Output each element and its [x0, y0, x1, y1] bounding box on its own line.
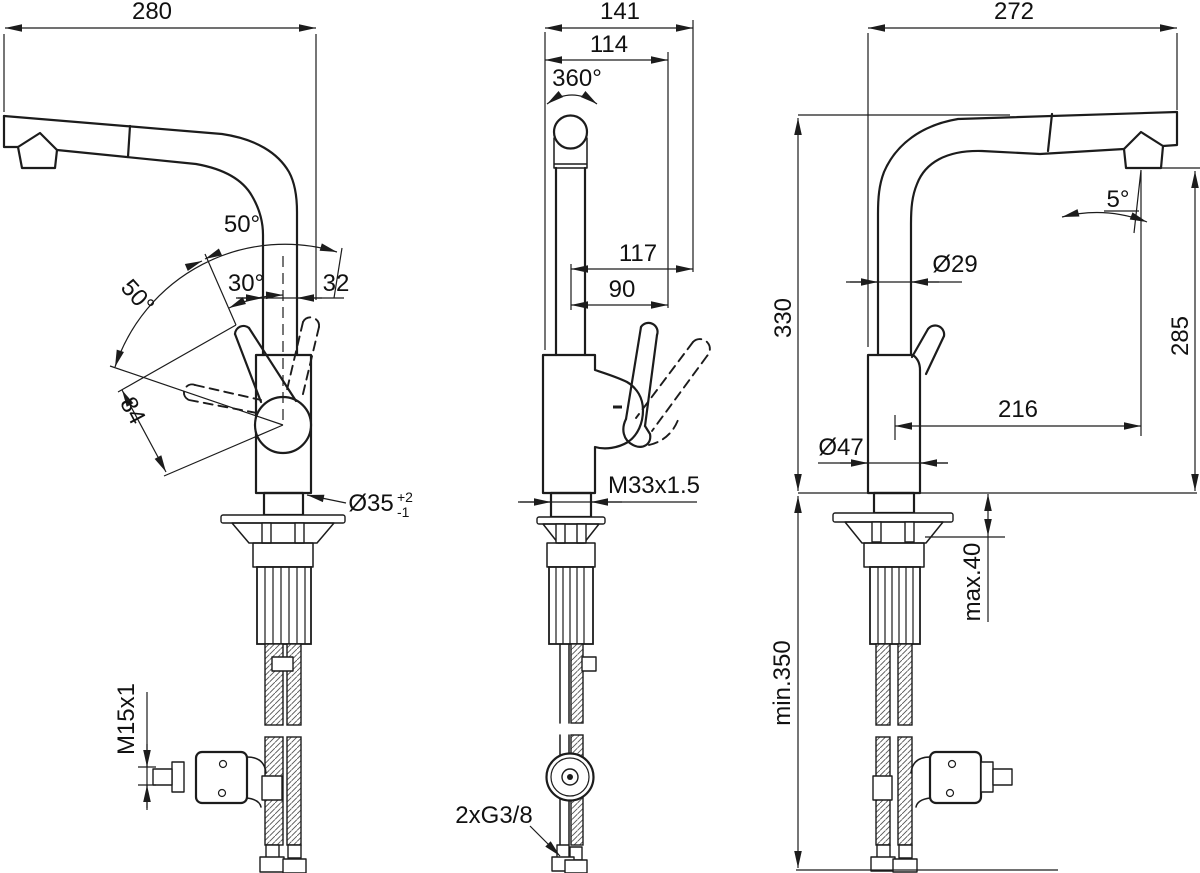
dim-reach-216: 216	[998, 396, 1038, 423]
mounting-stem	[904, 521, 915, 543]
spout-joint-line	[126, 124, 132, 159]
dim-mounting-thread-m33: M33x1.5	[608, 472, 700, 499]
dim-base-diameter-35: Ø35	[348, 490, 393, 517]
spout-outline	[2, 114, 299, 357]
dim-angle-upper-50: 50°	[224, 211, 260, 238]
spout-tip-edge	[2, 114, 20, 149]
mounting-cone	[542, 523, 600, 544]
dim-spout-reach-272: 272	[994, 0, 1034, 25]
dim-reach-117: 117	[619, 240, 657, 267]
lever-dashed-up-position	[285, 316, 320, 399]
clamp-block	[252, 542, 314, 568]
clamp-block	[863, 542, 925, 568]
escutcheon	[536, 516, 606, 525]
spout-cup	[553, 137, 588, 169]
spray-hose-and-supply	[545, 643, 597, 846]
dim-supply-thread-g38: 2xG3/8	[455, 802, 532, 829]
mounting-cone	[231, 522, 335, 544]
mounting-stem	[871, 521, 882, 543]
quick-connector	[152, 750, 283, 808]
dim-deck-max-40: max.40	[959, 543, 986, 622]
supply-hoses	[875, 643, 913, 846]
view-side: 141 114 360° 117 90 M33x1.5 2xG3/8	[455, 0, 711, 873]
mounting-cone	[844, 521, 944, 544]
dim-depth-114: 114	[590, 31, 628, 58]
dim-clearance-min-350: min.350	[769, 640, 796, 725]
riser-tube	[554, 166, 587, 357]
lever-side-dashed	[635, 338, 711, 446]
base-shank	[549, 491, 593, 519]
dim-lever-length-84: 84	[114, 393, 150, 429]
lever-open-position	[233, 324, 298, 404]
dim-base-tol-upper: +2	[397, 489, 413, 505]
spout-end-circle	[552, 114, 589, 150]
escutcheon	[220, 514, 346, 524]
spout-outline	[876, 110, 1179, 357]
spout-joint-line	[1046, 112, 1054, 153]
dim-outlet-angle-5: 5°	[1107, 186, 1130, 213]
dim-base-tol-lower: -1	[397, 504, 410, 520]
connector-screw	[218, 759, 228, 769]
hose-end-fittings	[870, 844, 918, 873]
hose-sleeve	[261, 775, 283, 801]
dim-offset-32: 32	[323, 270, 350, 297]
dim-reach-90: 90	[609, 276, 636, 303]
lever-right-view	[910, 324, 946, 376]
dim-spout-reach-280: 280	[132, 0, 172, 25]
lever-side-solid	[622, 321, 659, 448]
dims-front-right: 272 5° Ø29 330 285 216 Ø	[769, 0, 1200, 871]
hose-sleeve	[872, 775, 893, 801]
connector-screw	[947, 759, 957, 769]
faucet-body	[866, 353, 922, 495]
dim-outlet-thread-m15: M15x1	[113, 683, 140, 755]
clamp-block	[546, 542, 596, 568]
view-front-left: 280 50° 50° 30° 32 84	[2, 0, 413, 873]
handspray-nozzle	[16, 131, 59, 170]
mounting-stem	[261, 522, 272, 544]
threaded-rod	[256, 566, 312, 645]
dims-side: 141 114 360° 117 90 M33x1.5 2xG3/8	[455, 0, 700, 857]
base-shank	[872, 491, 916, 515]
handspray-nozzle	[1122, 130, 1165, 170]
spout-underside	[909, 147, 1126, 357]
hose-clip	[271, 656, 294, 672]
hose-end-fittings	[259, 844, 307, 873]
connector-screw	[217, 788, 227, 798]
spout-tip-edge	[1161, 110, 1179, 148]
base-shank	[262, 491, 305, 517]
mounting-stem	[555, 523, 566, 544]
hose-clip	[581, 656, 597, 672]
quick-connector	[872, 750, 1013, 808]
hose-end-fittings	[551, 844, 588, 873]
dim-outlet-height-285: 285	[1167, 316, 1194, 356]
dim-body-diameter-47: Ø47	[818, 434, 863, 461]
view-front-right: 272 5° Ø29 330 285 216 Ø	[769, 0, 1200, 873]
dim-swivel-360: 360°	[552, 65, 602, 92]
dim-angle-mid-30: 30°	[228, 270, 264, 297]
dim-height-330: 330	[770, 298, 797, 338]
lever-dashed-side-position	[182, 383, 262, 414]
supply-hoses	[264, 643, 302, 846]
dim-angle-side-50: 50°	[115, 274, 159, 319]
mounting-stem	[576, 523, 587, 544]
mounting-stem	[294, 522, 305, 544]
spout-underside	[55, 148, 265, 357]
threaded-rod	[869, 566, 921, 645]
dim-spout-diameter-29: Ø29	[932, 251, 977, 278]
connector-screw	[945, 788, 955, 798]
escutcheon	[832, 512, 954, 523]
threaded-rod	[548, 566, 594, 645]
dim-depth-141: 141	[600, 0, 640, 25]
